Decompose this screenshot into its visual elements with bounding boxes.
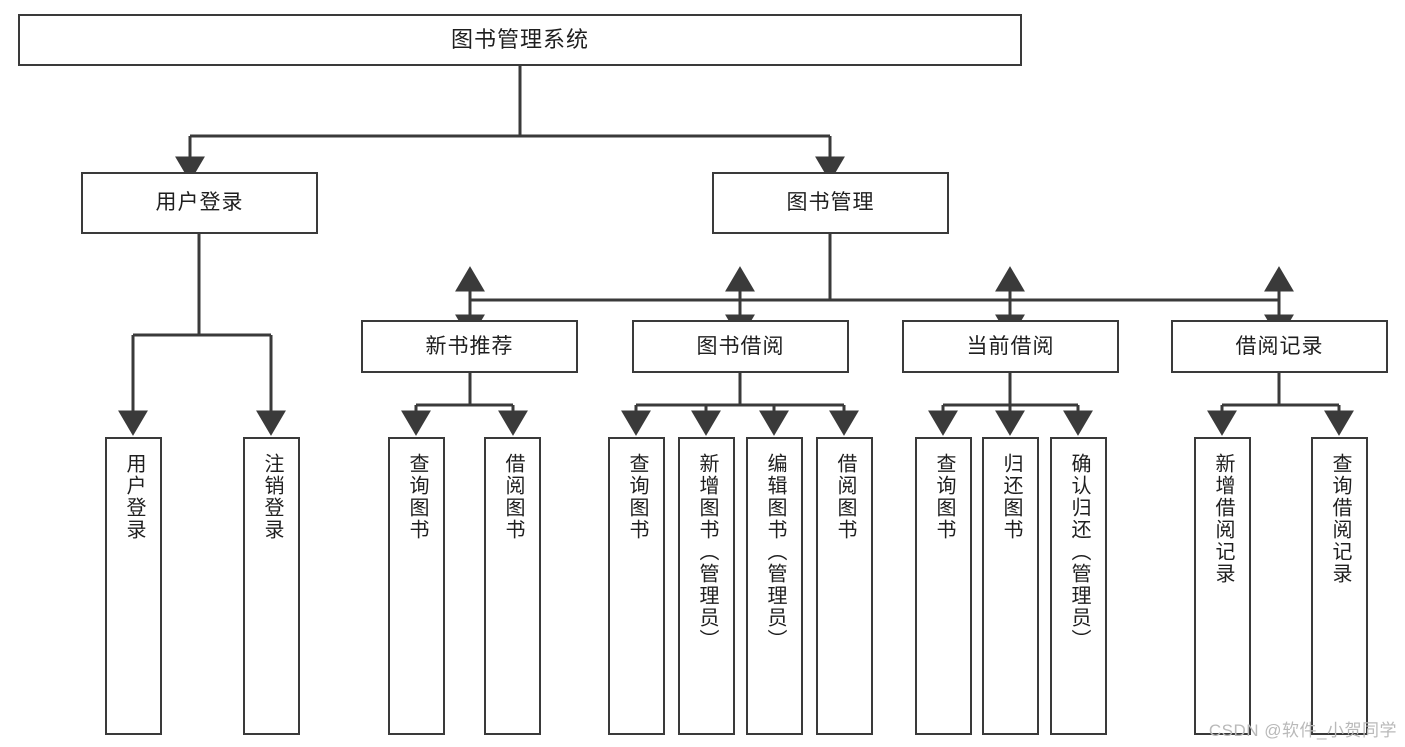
node-leaf-add-record[interactable]: 新增借阅记录 [1194,437,1251,735]
node-new-book-recommend[interactable]: 新书推荐 [361,320,578,373]
node-label: 编辑图书（管理员） [764,453,786,651]
node-label: 用户登录 [155,191,244,215]
node-label: 新增借阅记录 [1212,453,1234,585]
node-leaf-query-book-3[interactable]: 查询图书 [915,437,972,735]
node-leaf-query-book-1[interactable]: 查询图书 [388,437,445,735]
node-leaf-query-record[interactable]: 查询借阅记录 [1311,437,1368,735]
node-user-login[interactable]: 用户登录 [81,172,318,234]
node-label: 查询图书 [933,453,955,541]
node-leaf-borrow-book-2[interactable]: 借阅图书 [816,437,873,735]
node-book-management[interactable]: 图书管理 [712,172,949,234]
node-label: 图书管理 [786,191,875,215]
node-borrow-record[interactable]: 借阅记录 [1171,320,1388,373]
node-leaf-logout-login[interactable]: 注销登录 [243,437,300,735]
node-label: 借阅图书 [502,453,524,541]
node-label: 图书管理系统 [450,26,589,52]
node-label: 新书推荐 [425,334,514,358]
node-label: 新增图书（管理员） [696,453,718,651]
node-label: 借阅记录 [1235,334,1324,358]
node-label: 查询图书 [626,453,648,541]
node-leaf-query-book-2[interactable]: 查询图书 [608,437,665,735]
node-leaf-add-book[interactable]: 新增图书（管理员） [678,437,735,735]
node-label: 归还图书 [1000,453,1022,541]
node-label: 用户登录 [123,453,145,541]
node-label: 当前借阅 [966,334,1055,358]
node-leaf-user-login[interactable]: 用户登录 [105,437,162,735]
node-leaf-borrow-book-1[interactable]: 借阅图书 [484,437,541,735]
node-leaf-return-book[interactable]: 归还图书 [982,437,1039,735]
node-label: 查询图书 [406,453,428,541]
node-label: 查询借阅记录 [1329,453,1351,585]
node-leaf-edit-book[interactable]: 编辑图书（管理员） [746,437,803,735]
node-root-system[interactable]: 图书管理系统 [18,14,1022,66]
node-label: 确认归还（管理员） [1068,453,1090,651]
node-leaf-confirm-return[interactable]: 确认归还（管理员） [1050,437,1107,735]
node-label: 借阅图书 [834,453,856,541]
node-current-borrow[interactable]: 当前借阅 [902,320,1119,373]
node-label: 注销登录 [261,453,283,541]
node-book-borrow[interactable]: 图书借阅 [632,320,849,373]
watermark: CSDN @软件_小贺同学 [1208,721,1397,740]
node-label: 图书借阅 [696,334,785,358]
